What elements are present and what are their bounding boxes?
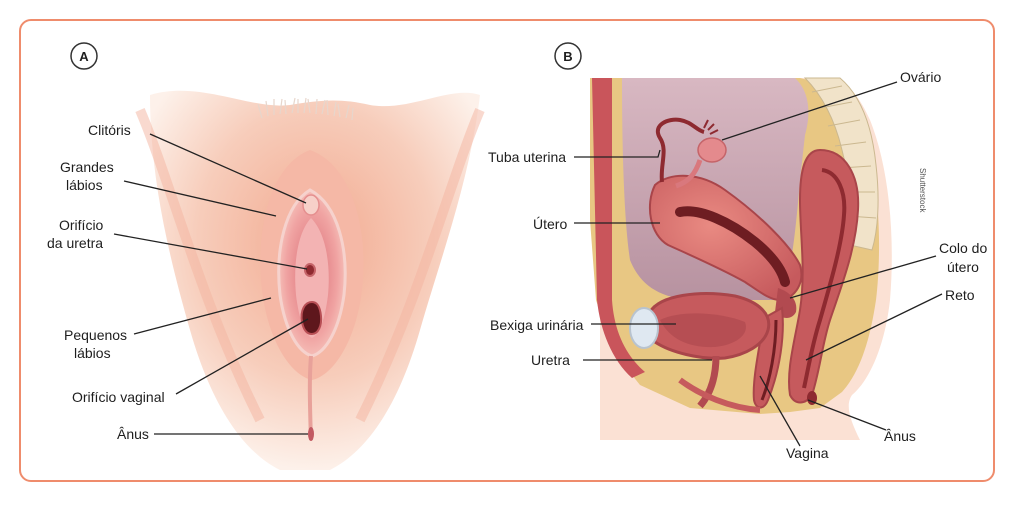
label-reto: Reto (945, 287, 975, 303)
label-colo-do-utero-1: Colo do (939, 240, 987, 256)
label-vagina: Vagina (786, 445, 829, 461)
panel-a-illustration (135, 90, 485, 470)
label-grandes-labios-1: Grandes (60, 159, 114, 175)
label-clitoris: Clitóris (88, 122, 131, 138)
abdominal-wall (592, 78, 645, 378)
label-ovario: Ovário (900, 69, 941, 85)
label-pequenos-labios-2: lábios (74, 345, 111, 361)
label-orificio-uretra-1: Orifício (59, 217, 104, 233)
watermark: Shutterstock (918, 168, 927, 213)
panel-a-leaders (113, 133, 309, 435)
urethra (697, 355, 720, 409)
sacrum (803, 77, 879, 251)
fallopian-tube (656, 117, 705, 183)
urethral-orifice (304, 263, 316, 277)
label-pequenos-labios-1: Pequenos (64, 327, 127, 343)
anus-a (308, 427, 314, 441)
panel-a-badge: A (70, 42, 98, 70)
label-utero: Útero (533, 216, 567, 232)
label-orificio-vaginal: Orifício vaginal (72, 389, 165, 405)
label-anus-b: Ânus (884, 428, 916, 444)
label-orificio-uretra-2: da uretra (47, 235, 103, 251)
svg-text:B: B (563, 49, 572, 64)
rectum (788, 148, 860, 404)
label-colo-do-utero-2: útero (947, 259, 979, 275)
pubic-hair (257, 97, 354, 121)
panel-b-illustration (585, 77, 892, 440)
panel-b-badge: B (554, 42, 582, 70)
panel-b-leaders (574, 81, 943, 447)
pubic-bone (629, 307, 659, 349)
vaginal-orifice (300, 300, 323, 336)
clitoris (302, 194, 320, 216)
uterine-cavity (675, 206, 790, 287)
label-tuba-uterina: Tuba uterina (488, 149, 566, 165)
label-anus-a: Ânus (117, 426, 149, 442)
label-bexiga-urinaria: Bexiga urinária (490, 317, 584, 333)
label-uretra-b: Uretra (531, 352, 570, 368)
label-grandes-labios-2: lábios (66, 177, 103, 193)
ovary (697, 137, 727, 163)
anus-b (807, 391, 817, 405)
svg-text:A: A (79, 49, 89, 64)
